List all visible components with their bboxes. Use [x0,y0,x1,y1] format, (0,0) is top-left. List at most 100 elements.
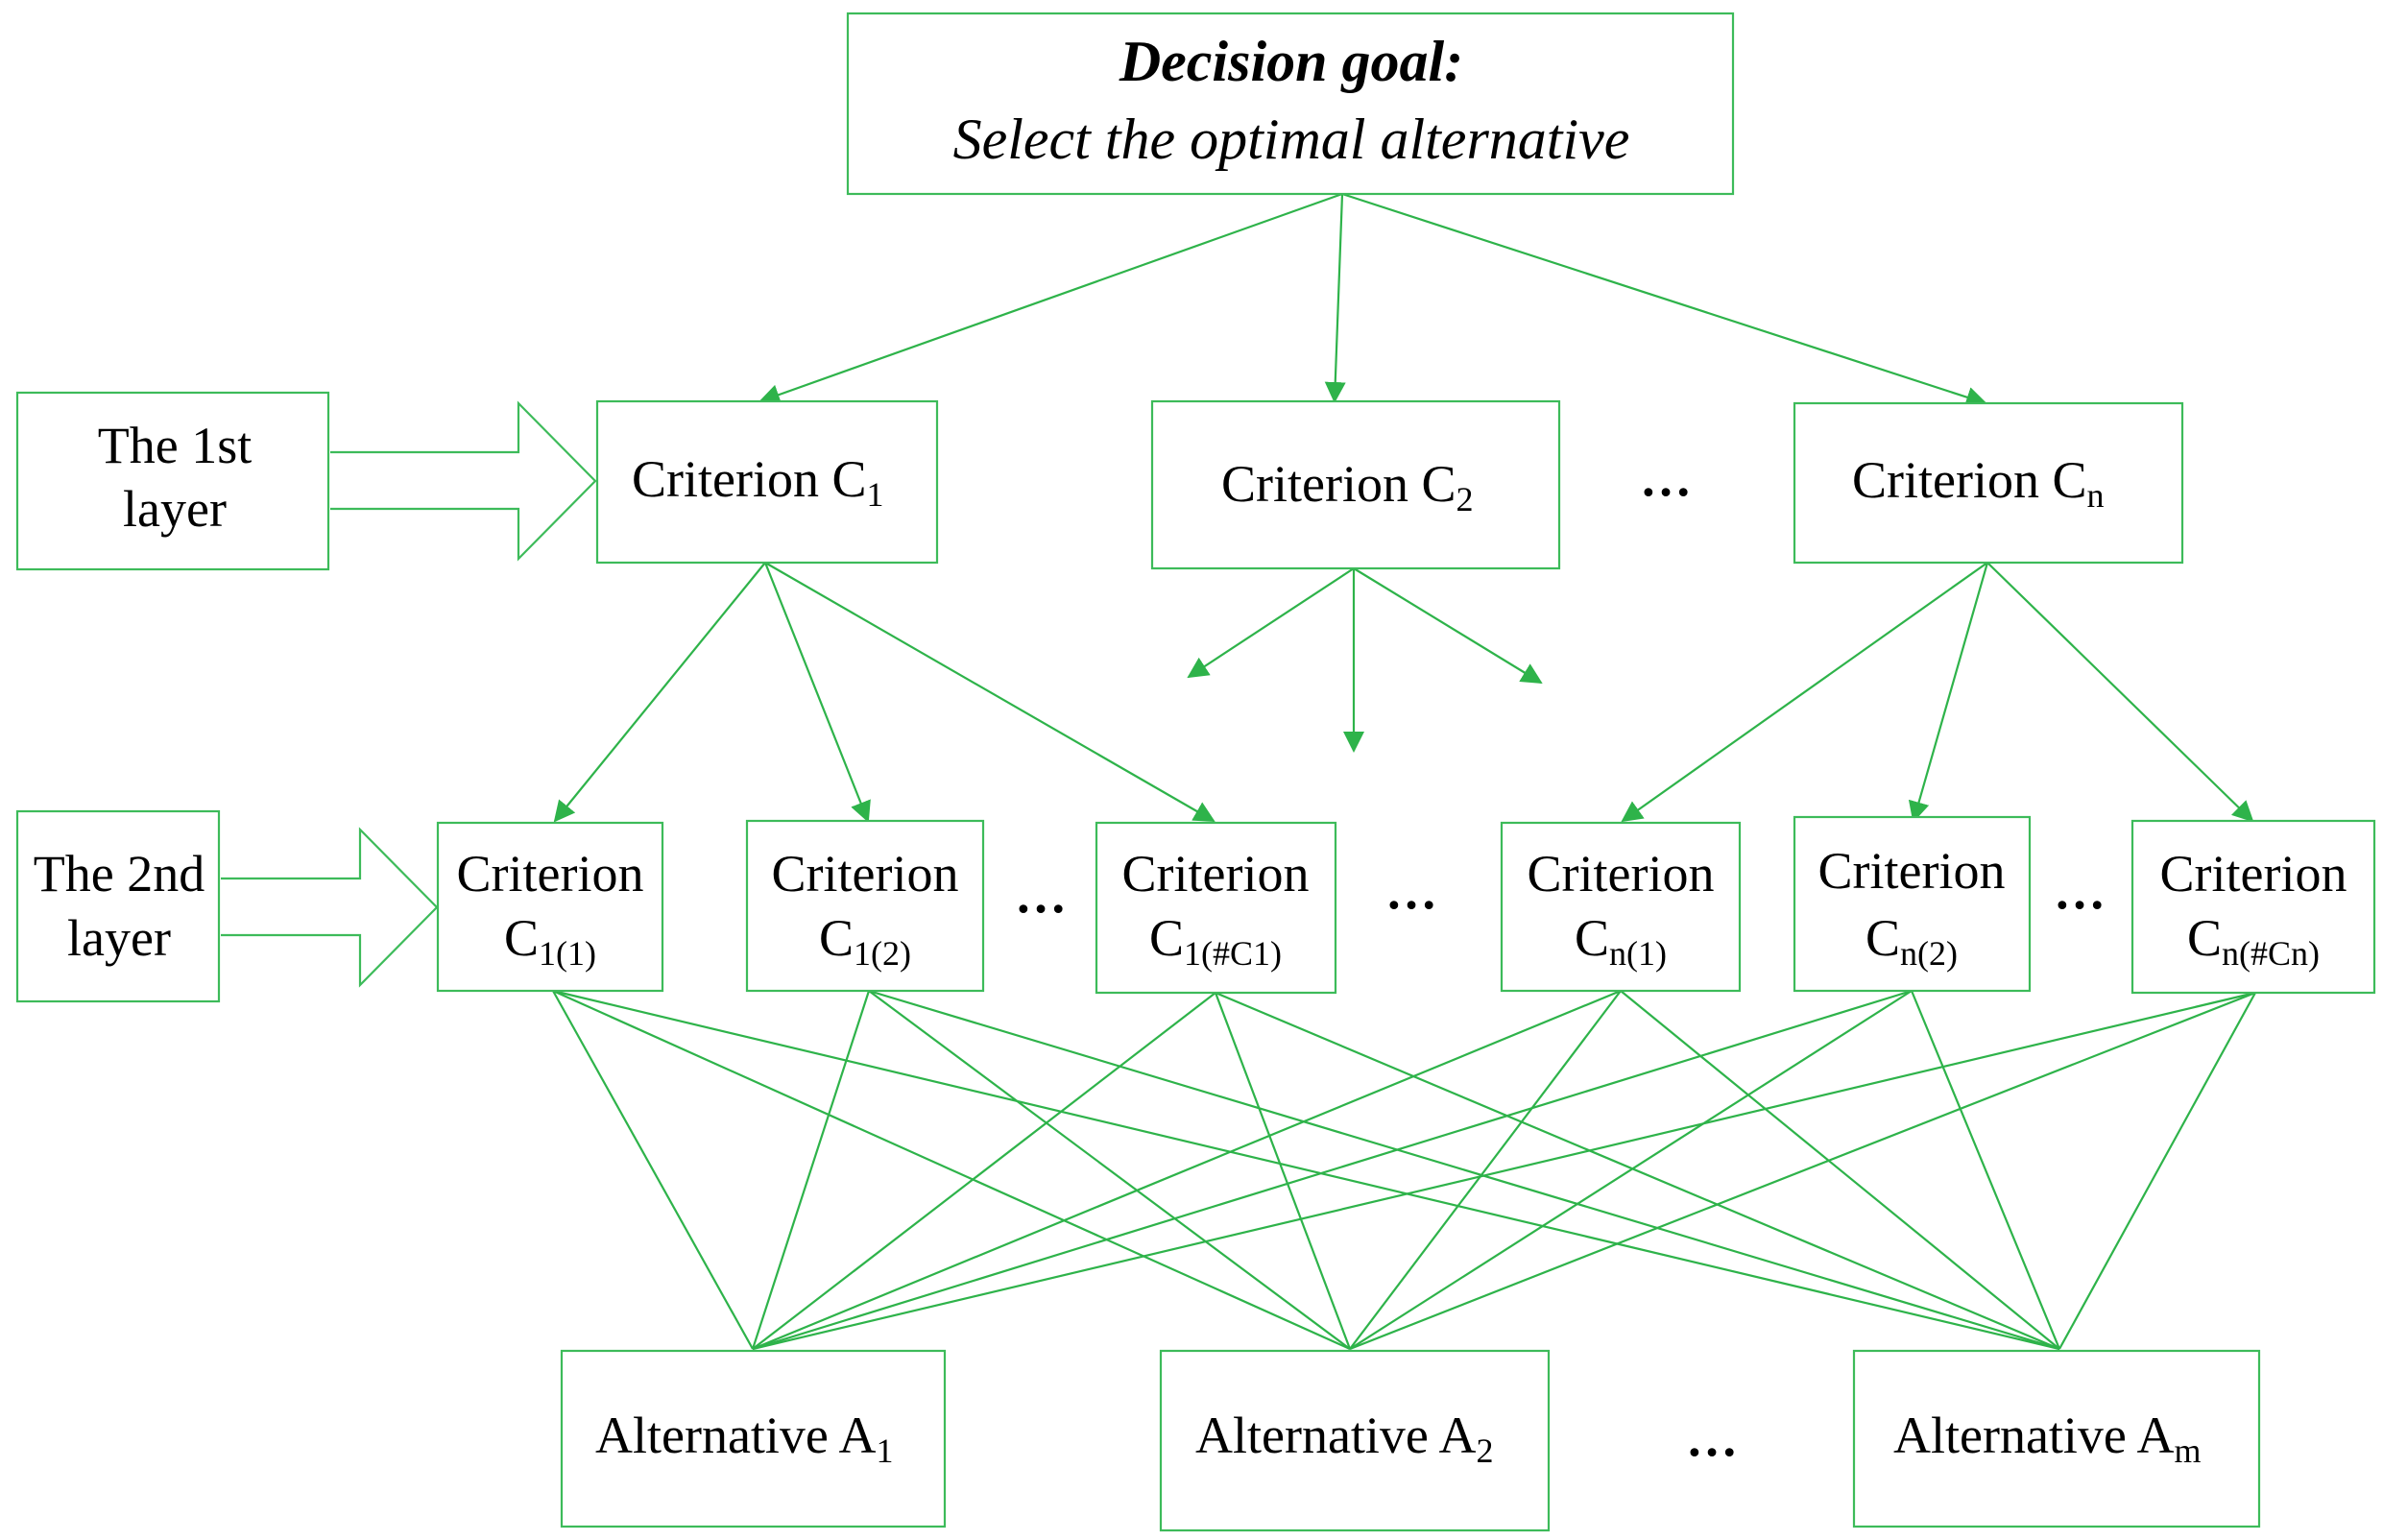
link-cn2-a2 [1349,990,1913,1350]
criterion-node-c1: Criterion C1 [595,399,939,565]
layer-1-hollow-arrow [330,400,597,562]
link-cnk-a1 [752,991,2256,1351]
ellipsis-level2-b: … [1385,862,1437,920]
criterion-symbol: C [1575,909,1609,967]
subcriteria-arrows [553,562,2254,823]
criterion-symbol: C [2187,909,2222,967]
alternative-node-am: Alternative Am [1852,1349,2261,1528]
criterion-word: Criterion [2160,845,2347,902]
alternative-symbol: A [1438,1407,1476,1464]
arrow-goal-c2 [1324,193,1346,403]
criterion-symbol: C [1149,909,1184,967]
alternative-node-a2: Alternative A2 [1159,1349,1551,1532]
link-cn2-am [1910,990,2061,1350]
ellipsis-level2-c: … [2054,862,2106,920]
criterion-subscript: n(2) [1900,934,1958,973]
link-c11-a1 [552,990,754,1350]
arrow-c2-left [1187,567,1355,679]
criterion-symbol: C [1421,455,1456,513]
svg-text:C1(1): C1(1) [504,909,596,973]
link-c12-am [868,989,2060,1351]
criterion-word: Criterion [772,845,959,902]
alternative-symbol: A [2136,1407,2174,1464]
link-cn1-a1 [752,989,1622,1351]
subcriterion-node-cnk: Criterion Cn(#Cn) [2130,819,2376,995]
alternative-box [1852,1349,2261,1528]
layer-1-box [15,391,330,571]
alternative-box [1159,1349,1551,1532]
arrow-cn-cnk [1986,562,2254,823]
subcriterion-node-cn2: Criterion Cn(2) [1793,815,2032,993]
criterion-word: Criterion [1528,845,1715,902]
hollow-arrow-icon [221,827,439,988]
arrow-c1-c12 [763,562,871,823]
svg-text:Criterion Cn: Criterion Cn [1852,451,2105,515]
alternative-box [560,1349,947,1528]
arrow-c2-right [1353,567,1543,685]
goal-subtitle: Select the optimal alternative [953,108,1630,171]
svg-text:C1(#C1): C1(#C1) [1149,909,1282,973]
goal-node: Decision goal: Select the optimal altern… [846,12,1735,196]
arrow-goal-cn [1341,192,1987,408]
svg-text:Criterion C2: Criterion C2 [1221,455,1474,518]
criterion-subscript: 2 [1456,480,1474,518]
svg-text:Cn(#Cn): Cn(#Cn) [2187,909,2320,973]
svg-text:Alternative Am: Alternative Am [1893,1407,2201,1470]
svg-text:Cn(2): Cn(2) [1865,909,1958,973]
arrow-cn-cn2 [1908,562,1989,823]
alternative-subscript: 2 [1476,1432,1493,1470]
layer-2-box [15,809,221,1003]
subcriterion-node-cn1: Criterion Cn(1) [1500,821,1742,993]
layer-1-line1: The 1st [98,417,252,474]
criterion-alternative-links [552,989,2256,1351]
arrow-c1-c11 [553,562,766,823]
link-c1k-a2 [1214,992,1352,1350]
link-c11-am [552,989,2060,1351]
alternative-word: Alternative [595,1407,829,1464]
criterion-subscript: n(#Cn) [2222,934,2320,973]
alternative-subscript: m [2174,1432,2201,1470]
alternative-symbol: A [838,1407,876,1464]
svg-text:Cn(1): Cn(1) [1575,909,1667,973]
layer-2-label: The 2nd layer [15,809,221,1003]
criterion-box [745,819,985,993]
link-cnk-a2 [1349,991,2256,1351]
criterion-symbol: C [1865,909,1900,967]
subcriterion-node-c12: Criterion C1(2) [745,819,985,993]
criterion-box [1793,815,2032,993]
arrow-c1-c1k [764,562,1216,822]
link-c1k-a1 [752,992,1216,1350]
svg-text:Alternative A1: Alternative A1 [595,1407,893,1470]
arrow-goal-c1 [758,192,1343,405]
criterion-box [1500,821,1742,993]
link-cn2-a1 [752,989,1913,1351]
alternative-node-a1: Alternative A1 [560,1349,947,1528]
link-c1k-am [1215,991,2060,1351]
ellipsis-level1: … [1640,449,1692,507]
layer-1-line2: layer [123,480,227,538]
criterion-word: Criterion [1818,842,2006,900]
goal-criteria-arrows [758,192,1987,408]
criterion-box [436,821,664,993]
criterion-symbol: C [831,450,866,508]
svg-text:Criterion C1: Criterion C1 [632,450,884,514]
criterion-subscript: 1(#C1) [1184,934,1282,973]
link-cn1-am [1620,990,2060,1350]
link-c12-a1 [751,990,871,1350]
criterion-word: Criterion [1852,451,2039,509]
layer-2-line1: The 2nd [34,845,205,902]
layer-2-hollow-arrow [221,827,439,988]
arrow-cn-cn1 [1621,562,1988,823]
layer-1-label: The 1st layer [15,391,330,571]
criterion-word: Criterion [632,450,819,508]
criterion-box [1150,399,1561,570]
criterion-node-cn: Criterion Cn [1793,401,2184,565]
subcriterion-node-c11: Criterion C1(1) [436,821,664,993]
criterion-symbol: C [819,909,854,967]
goal-title: Decision goal: [1119,30,1463,93]
criterion-box [595,399,939,565]
ellipsis-alternatives: … [1686,1409,1738,1467]
criterion-box [1793,401,2184,565]
criterion-word: Criterion [1122,845,1310,902]
